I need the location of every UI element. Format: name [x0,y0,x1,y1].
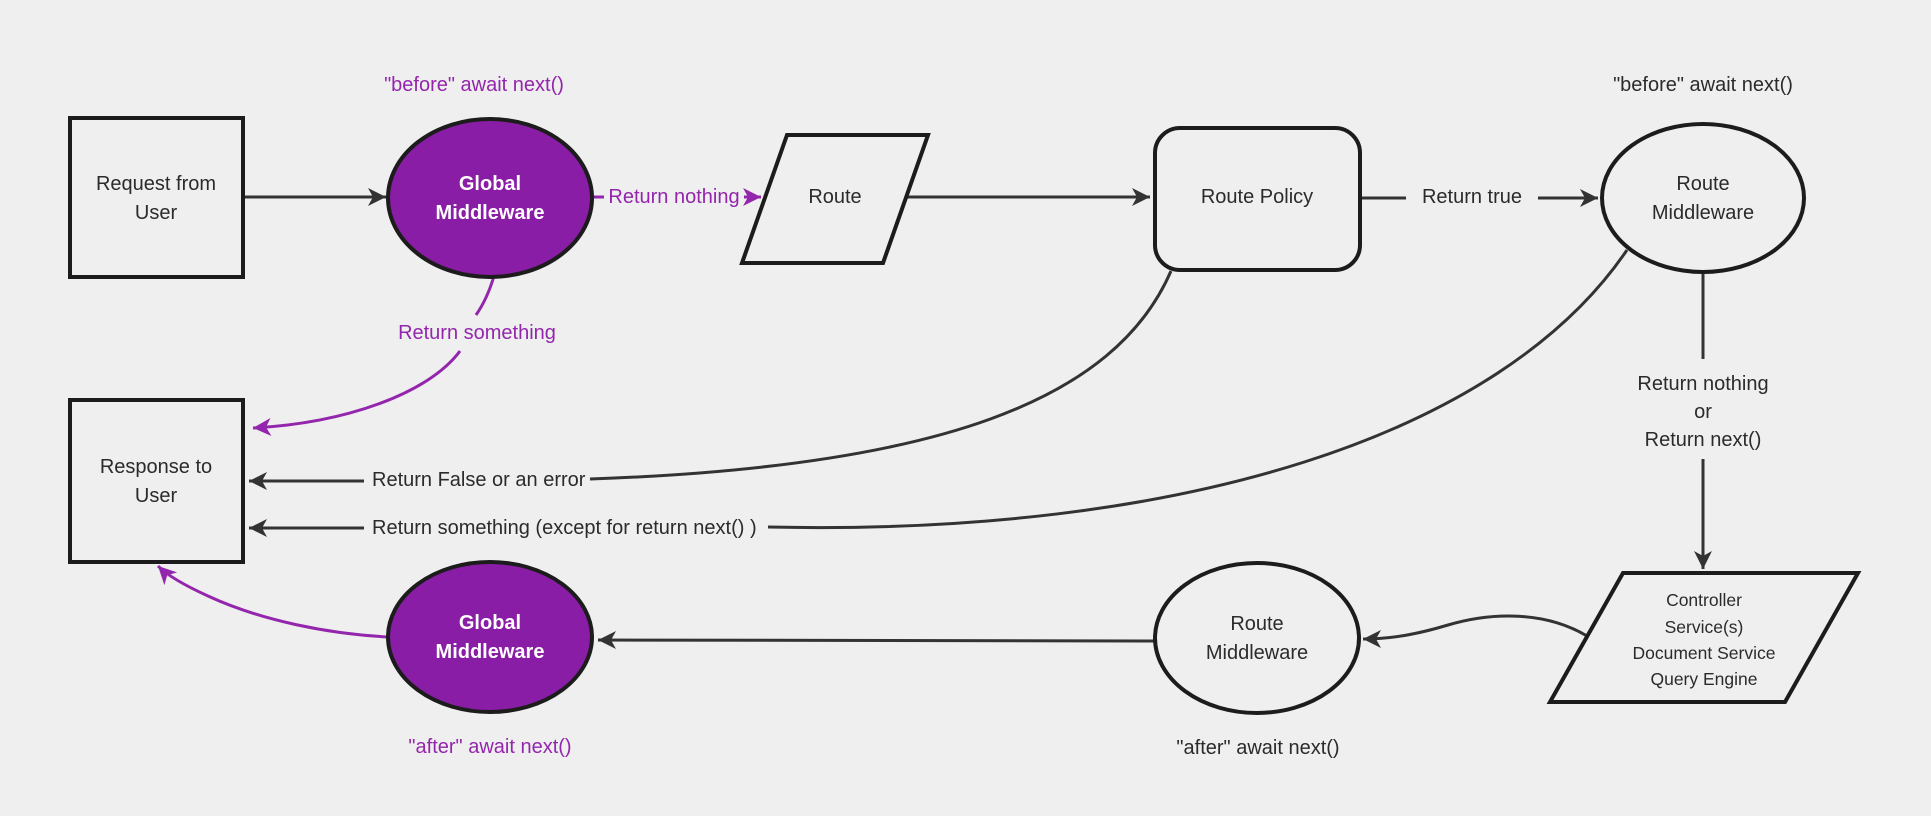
controller-label-line1: Controller [1666,590,1742,610]
route-parallelogram [739,133,931,265]
edge-label-return-false-or-error: Return False or an error [372,469,586,491]
edge-label-return-true: Return true [1422,186,1522,208]
request-label-line2: User [135,202,178,224]
node-route-middleware-bottom: Route Middleware [1153,561,1361,715]
edge-label-return-nothing-or-2: or [1694,401,1712,423]
route-label: Route [808,186,861,208]
edge-global-middleware-to-response-post [252,350,462,437]
route-middleware-top-label-line1: Route [1676,173,1729,195]
node-request: Request from User [68,116,245,279]
edge-label-return-nothing-or-3: Return next() [1645,429,1762,451]
response-label-line1: Response to [100,456,212,478]
global-middleware-top-label-line2: Middleware [436,202,545,224]
node-route-middleware-top: Route Middleware [1600,122,1806,274]
controller-parallelogram [1546,571,1862,704]
request-label-line1: Request from [96,173,216,195]
annotation-after-await-next-global: "after" await next() [408,736,571,758]
edge-controller-to-route-middleware-bottom [1362,614,1588,648]
annotation-before-await-next-global: "before" await next() [384,74,564,96]
node-global-middleware-bottom: Global Middleware [386,560,594,714]
node-response: Response to User [68,398,245,564]
edge-route-middleware-to-response-curve [767,249,1629,530]
route-policy-label: Route Policy [1201,186,1313,208]
global-middleware-top-ellipse [386,117,594,279]
route-middleware-top-label-line2: Middleware [1652,202,1754,224]
controller-label-line3: Document Service [1633,643,1776,663]
global-middleware-bottom-label-line2: Middleware [436,641,545,663]
route-policy-box [1153,126,1362,272]
global-middleware-bottom-ellipse [386,560,594,714]
route-middleware-bottom-label-line1: Route [1230,613,1283,635]
edge-global-middleware-bottom-to-response [156,564,389,639]
route-middleware-bottom-ellipse [1153,561,1361,715]
controller-label-line2: Service(s) [1665,617,1744,637]
node-route: Route [739,133,931,265]
edge-global-middleware-to-response-pre [474,275,496,316]
annotation-after-await-next-route: "after" await next() [1176,737,1339,759]
edge-label-return-something-except: Return something (except for return next… [372,517,757,539]
annotation-before-await-next-route: "before" await next() [1613,74,1793,96]
node-global-middleware-top: Global Middleware [386,117,594,279]
edge-label-return-nothing-or-1: Return nothing [1637,373,1768,395]
route-middleware-top-ellipse [1600,122,1806,274]
node-route-policy: Route Policy [1153,126,1362,272]
edge-route-middleware-bottom-to-global-middleware-bottom [597,631,1156,650]
global-middleware-top-label-line1: Global [459,173,521,195]
response-box [68,398,245,564]
global-middleware-bottom-label-line1: Global [459,612,521,634]
route-middleware-bottom-label-line2: Middleware [1206,642,1308,664]
edge-label-return-something: Return something [398,322,556,344]
node-controller: Controller Service(s) Document Service Q… [1546,571,1862,704]
controller-label-line4: Query Engine [1650,669,1757,689]
edge-route-policy-to-response-curve [589,270,1173,481]
edge-label-return-nothing: Return nothing [608,186,739,208]
response-label-line2: User [135,485,178,507]
request-box [68,116,245,279]
